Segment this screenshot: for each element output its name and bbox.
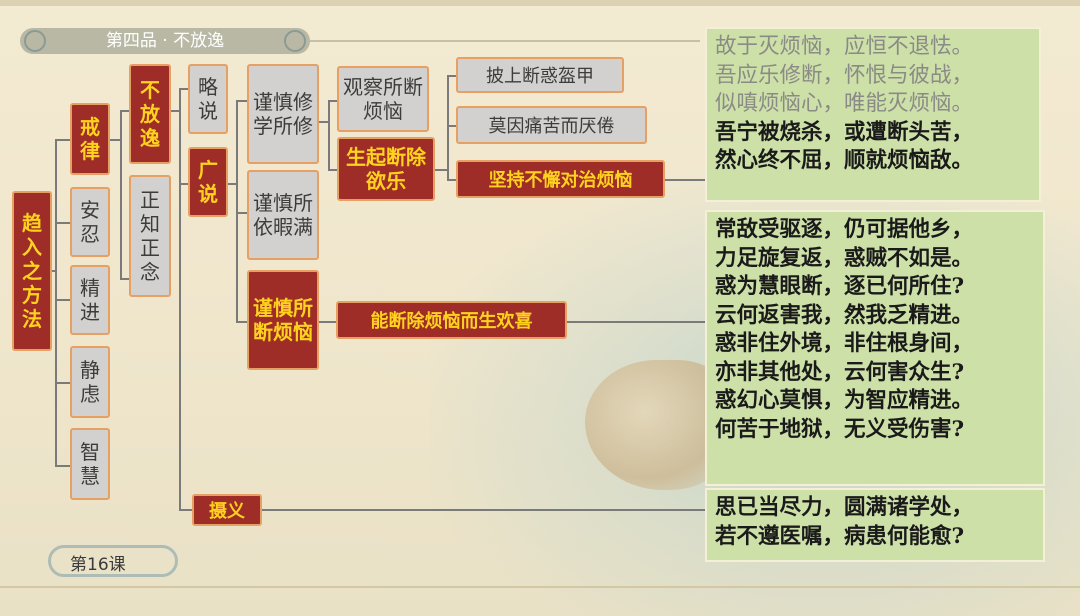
connector bbox=[328, 100, 338, 102]
node-careful-leisure: 谨慎所依暇满 bbox=[247, 170, 319, 260]
verse-box-3: 思已当尽力，圆满诸学处， 若不遵医嘱，病患何能愈? bbox=[705, 488, 1045, 562]
connector bbox=[55, 382, 71, 384]
connector bbox=[55, 299, 71, 301]
connector bbox=[55, 465, 71, 467]
chapter-banner: 第四品 · 不放逸 bbox=[20, 28, 310, 54]
verse-line: 故于灭烦恼，应恒不退怯。 bbox=[715, 34, 974, 59]
connector bbox=[179, 88, 181, 510]
node-precepts: 戒律 bbox=[70, 103, 110, 175]
connector bbox=[447, 75, 449, 180]
bottom-border bbox=[0, 586, 1080, 588]
connector bbox=[120, 278, 130, 280]
verse-line: 吾宁被烧杀，或遭断头苦， bbox=[715, 119, 974, 145]
connector bbox=[447, 75, 457, 77]
root-node: 趋入之方法 bbox=[12, 191, 52, 351]
verse-line: 似嗔烦恼心，唯能灭烦恼。 bbox=[715, 91, 974, 116]
connector bbox=[328, 100, 330, 170]
connector bbox=[179, 509, 193, 511]
connector bbox=[236, 212, 248, 214]
verse-line: 然心终不屈，顺就烦恼敌。 bbox=[715, 148, 974, 173]
verse-box-1: 故于灭烦恼，应恒不退怯。 吾应乐修断，怀恨与彼战， 似嗔烦恼心，唯能灭烦恼。 吾… bbox=[705, 27, 1041, 202]
node-careful-afflictions: 谨慎所断烦恼 bbox=[247, 270, 319, 370]
node-diligence: 精进 bbox=[70, 265, 110, 335]
connector bbox=[236, 100, 248, 102]
connector bbox=[179, 183, 189, 185]
connector bbox=[236, 100, 238, 322]
connector bbox=[55, 139, 71, 141]
node-meditation: 静虑 bbox=[70, 346, 110, 418]
verse-box-2: 常敌受驱逐，仍可据他乡， 力足旋复返，惑贼不如是。 惑为慧眼断，逐已何所住? 云… bbox=[705, 210, 1045, 486]
node-joy-cutting: 能断除烦恼而生欢喜 bbox=[336, 301, 567, 339]
connector bbox=[447, 179, 457, 181]
verse-line: 惑为慧眼断，逐已何所住? bbox=[715, 274, 965, 299]
verse-line: 常敌受驱逐，仍可据他乡， bbox=[715, 217, 974, 242]
connector bbox=[435, 169, 448, 171]
verse-line: 何苦于地狱，无义受伤害? bbox=[715, 416, 965, 442]
node-wisdom: 智慧 bbox=[70, 428, 110, 500]
node-persevere: 坚持不懈对治烦恼 bbox=[456, 160, 665, 198]
verse-line: 吾应乐修断，怀恨与彼战， bbox=[715, 62, 974, 88]
node-give-rise-desire: 生起断除欲乐 bbox=[337, 137, 435, 201]
connector bbox=[447, 125, 457, 127]
lesson-number: 第16课 bbox=[70, 555, 126, 575]
connector bbox=[179, 88, 189, 90]
left-ornament-icon bbox=[24, 30, 46, 52]
verse-line: 力足旋复返，惑贼不如是。 bbox=[715, 245, 974, 271]
verse-line: 惑非住外境，非住根身间， bbox=[715, 331, 974, 356]
connector bbox=[319, 121, 329, 123]
verse-line: 亦非其他处，云何害众生? bbox=[715, 359, 965, 385]
node-patience: 安忍 bbox=[70, 187, 110, 257]
connector bbox=[228, 183, 237, 185]
lesson-ornament-icon bbox=[48, 545, 178, 577]
connector bbox=[55, 140, 57, 465]
node-observe-afflictions: 观察所断烦恼 bbox=[337, 66, 429, 132]
banner-divider bbox=[310, 40, 700, 42]
connector bbox=[110, 139, 121, 141]
right-ornament-icon bbox=[284, 30, 306, 52]
node-brief: 略说 bbox=[188, 64, 228, 134]
connector bbox=[665, 179, 705, 181]
node-careful-study: 谨慎修学所修 bbox=[247, 64, 319, 164]
connector bbox=[319, 321, 336, 323]
connector bbox=[50, 270, 56, 272]
verse-line: 若不遵医嘱，病患何能愈? bbox=[715, 523, 965, 549]
node-no-weariness: 莫因痛苦而厌倦 bbox=[456, 106, 647, 144]
node-summary: 摄义 bbox=[192, 494, 262, 526]
connector bbox=[567, 321, 705, 323]
connector bbox=[236, 321, 248, 323]
top-border bbox=[0, 0, 1080, 6]
verse-line: 云何返害我，然我乏精进。 bbox=[715, 302, 974, 328]
connector bbox=[55, 222, 71, 224]
node-heedfulness: 不放逸 bbox=[129, 64, 171, 164]
node-extensive: 广说 bbox=[188, 147, 228, 217]
connector bbox=[171, 110, 180, 112]
verse-line: 惑幻心莫惧，为智应精进。 bbox=[715, 388, 974, 413]
node-mindfulness: 正知正念 bbox=[129, 175, 171, 297]
connector bbox=[328, 169, 338, 171]
connector bbox=[120, 110, 130, 112]
chapter-title: 第四品 · 不放逸 bbox=[105, 31, 225, 51]
connector bbox=[262, 509, 707, 511]
verse-line: 思已当尽力，圆满诸学处， bbox=[715, 495, 974, 520]
connector bbox=[120, 110, 122, 280]
node-armor: 披上断惑盔甲 bbox=[456, 57, 624, 93]
